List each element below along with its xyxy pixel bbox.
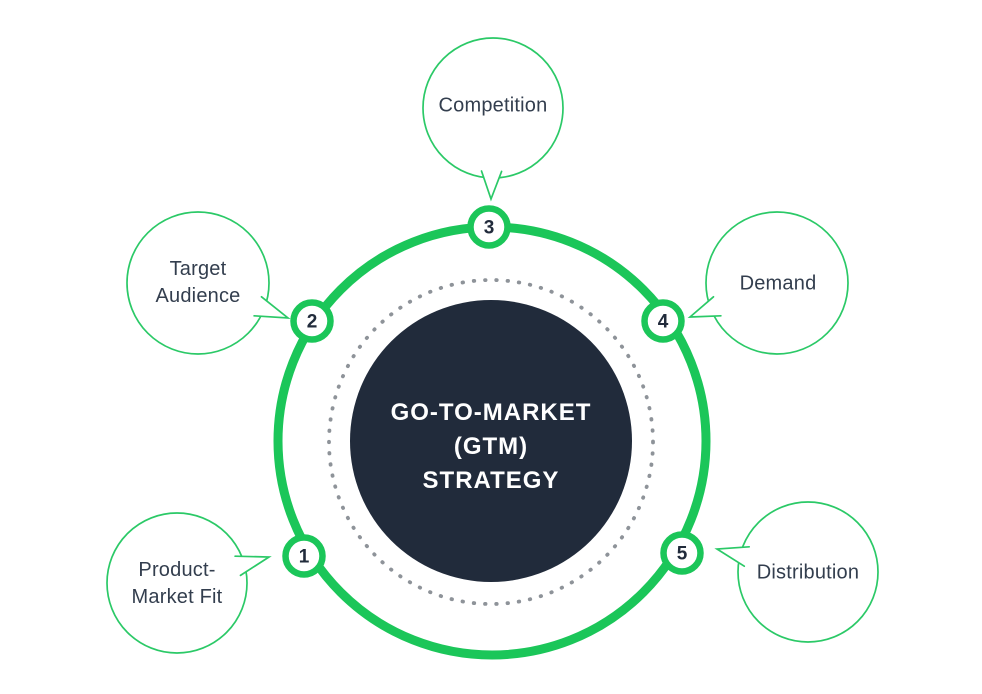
bubble-label-competition: Competition <box>438 94 548 117</box>
bubble-label-target-audience: Target Audience <box>155 258 241 307</box>
bubble-circle-target-audience <box>126 211 270 355</box>
center-title-line-2: (GTM) <box>453 433 529 460</box>
center-title-line-3: STRATEGY <box>422 467 560 494</box>
bubble-tail-demand <box>687 295 722 318</box>
bubble-circle-demand <box>705 211 849 355</box>
bubble-label-distribution: Distribution <box>756 561 860 584</box>
bubble-tail-competition <box>480 170 503 202</box>
badge-number-5: 5 <box>676 543 688 565</box>
bubble-tail-distribution <box>714 545 751 568</box>
bubble-tail-target-audience <box>253 295 291 320</box>
badge-circle-4 <box>641 299 685 343</box>
center-circle <box>350 300 632 582</box>
badge-circle-5 <box>660 531 704 575</box>
badge-number-4: 4 <box>657 311 669 333</box>
badge-circle-2 <box>290 299 334 343</box>
badge-number-2: 2 <box>306 311 318 333</box>
bubble-target-audience <box>126 211 291 355</box>
badge-number-3: 3 <box>483 217 495 239</box>
center-title: GO-TO-MARKET (GTM) STRATEGY <box>391 396 592 498</box>
bubble-tail-product-market-fit <box>234 555 272 577</box>
badge-circle-3 <box>467 205 511 249</box>
bubble-product-market-fit <box>106 512 272 654</box>
dotted-ring <box>327 278 655 606</box>
bubble-label-product-market-fit: Product-Market Fit <box>131 559 223 608</box>
bubble-distribution <box>714 501 879 643</box>
bubble-competition <box>422 37 564 202</box>
bubble-circle-product-market-fit <box>106 512 248 654</box>
center-title-line-1: GO-TO-MARKET <box>390 399 592 426</box>
badge-number-1: 1 <box>298 546 310 568</box>
badge-circle-1 <box>282 534 326 578</box>
bubble-demand <box>687 211 849 355</box>
bubble-circle-distribution <box>737 501 879 643</box>
bubble-label-demand: Demand <box>739 272 817 295</box>
